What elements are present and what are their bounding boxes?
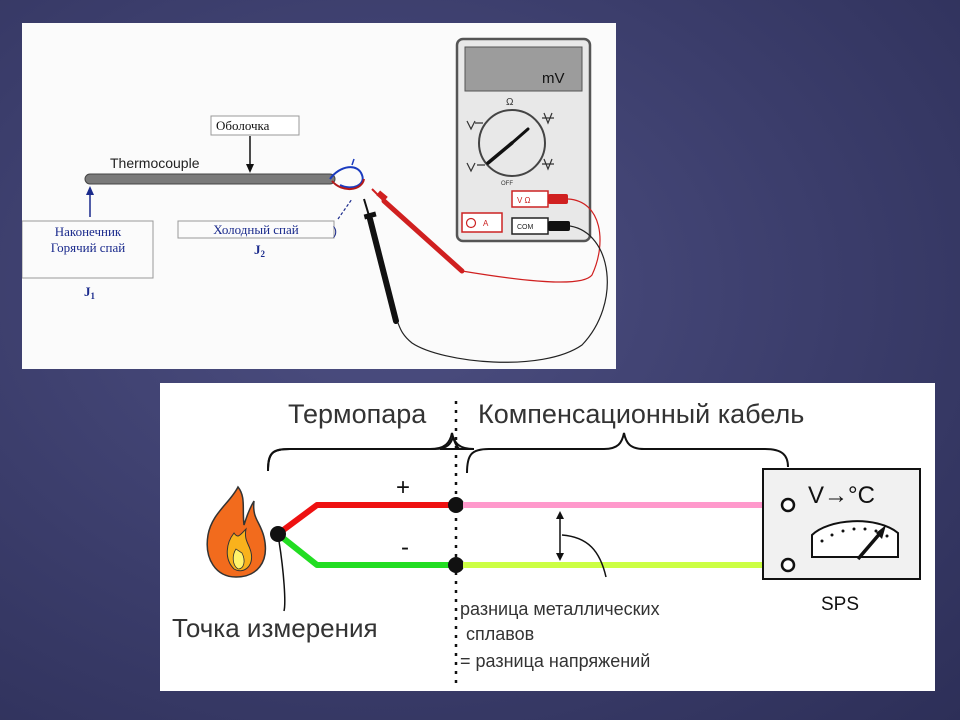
junction-loop-blue (329, 166, 364, 189)
thermocouple-brace-right (452, 436, 461, 450)
tip-arrowhead (86, 186, 94, 195)
minus-label: - (401, 534, 409, 561)
voltage-diff-arrowhead-up (556, 511, 564, 519)
tip-label-line1: Наконечник (55, 224, 122, 239)
sps-gauge-needle (856, 529, 884, 561)
red-lead-wire (461, 198, 601, 283)
black-plug (548, 221, 570, 231)
hot-junction-dot (270, 526, 286, 542)
jack-a (461, 212, 503, 233)
jack-com-label: COM (517, 224, 534, 231)
sps-terminal-negative (780, 557, 796, 573)
dial-dc-volt-mark (466, 162, 485, 173)
multimeter-dial (478, 109, 546, 177)
dial-ac-amp-mark (542, 112, 554, 125)
cold-junction-label: J2 (254, 242, 266, 259)
sps-terminal-positive (780, 497, 796, 513)
positive-connection-dot (448, 497, 464, 513)
multimeter-dial-pointer (486, 141, 514, 165)
sps-name: SPS (821, 594, 859, 615)
note-line1: разница металлических (460, 599, 660, 619)
sheath-label: Оболочка (216, 118, 270, 133)
plus-label: + (396, 474, 410, 501)
cold-label-box (177, 220, 335, 239)
jack-a-socket (465, 217, 477, 229)
black-lead-wire (397, 225, 608, 363)
sheath-label-box (210, 115, 300, 136)
junction-tick (351, 158, 355, 166)
measure-point-leader (278, 540, 286, 612)
thermocouple-circuit-diagram: Термопара Компенсационный кабель + - (172, 399, 921, 683)
cold-bracket: ) (333, 224, 337, 238)
cold-label: Холодный спай (213, 222, 299, 237)
negative-wire (276, 531, 455, 568)
negative-connection-dot (448, 557, 464, 573)
multimeter-display-unit: mV (542, 70, 565, 87)
tip-junction-label: J1 (84, 284, 96, 301)
thermocouple-header: Термопара (288, 399, 427, 429)
measure-point-label: Точка измерения (172, 613, 378, 643)
jack-a-label: A (483, 219, 489, 228)
flame-icon (206, 485, 267, 578)
sheath-arrowhead (246, 164, 254, 173)
dial-dc-amp-mark (542, 158, 554, 171)
sps-gauge-ticks (820, 527, 889, 543)
red-probe-guard (376, 190, 388, 202)
cable-header: Компенсационный кабель (478, 399, 804, 429)
multimeter-diagram-panel: Оболочка Thermocouple Наконечник Горячий… (22, 23, 616, 369)
sps-conversion-label: V→°C (808, 482, 875, 509)
black-probe-guard (363, 211, 377, 220)
dial-ac-volt-mark (466, 120, 483, 131)
cable-brace (466, 432, 789, 474)
black-probe (367, 216, 399, 324)
dial-ohm-label: Ω (506, 97, 514, 108)
note-leader-line (561, 534, 607, 578)
thermocouple-brace (267, 432, 475, 472)
tip-label-box (22, 220, 154, 279)
thermocouple-brace-left (267, 436, 454, 472)
red-probe (381, 198, 465, 274)
tip-label-line2: Горячий спай (51, 240, 126, 255)
sps-gauge-needle-tip (876, 525, 886, 539)
note-line3: = разница напряжений (460, 651, 650, 671)
voltage-diff-arrowhead-down (556, 553, 564, 561)
thermocouple-circuit-panel: Термопара Компенсационный кабель + - (160, 383, 935, 691)
positive-wire (276, 502, 455, 537)
multimeter-diagram: Оболочка Thermocouple Наконечник Горячий… (22, 37, 608, 363)
junction-loop-red (331, 178, 365, 190)
multimeter-dial-pointer-tail (510, 127, 530, 145)
note-line2: сплавов (466, 624, 534, 644)
multimeter-display (464, 46, 583, 92)
dial-off-label: OFF (501, 181, 513, 187)
cold-arrow (337, 198, 353, 220)
red-plug (548, 194, 568, 204)
jack-va-label: V Ω (517, 196, 531, 205)
thermocouple-probe (84, 173, 336, 185)
thermocouple-label: Thermocouple (110, 155, 200, 171)
